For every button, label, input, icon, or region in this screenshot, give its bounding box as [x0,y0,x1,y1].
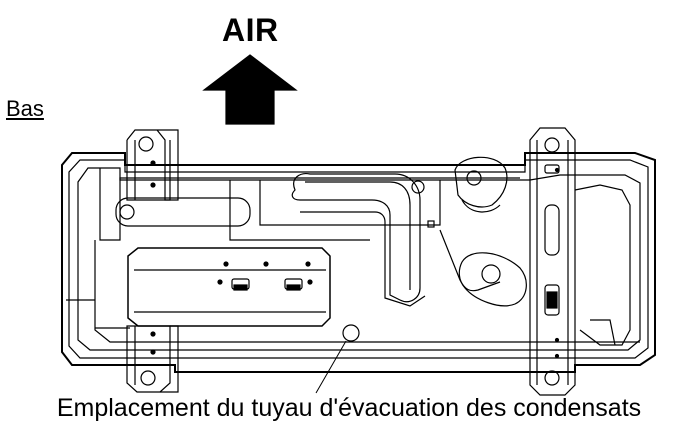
internal-features [99,156,631,346]
right-mounting-bracket [529,127,576,396]
air-direction-arrow [202,54,298,125]
air-direction-label: AIR [222,12,279,48]
bottom-view-label: Bas [6,96,44,121]
drain-hole [342,324,360,342]
caption-leader-line [315,340,347,394]
drain-hose-caption: Emplacement du tuyau d'évacuation des co… [56,394,642,422]
left-mounting-bracket [126,129,179,393]
